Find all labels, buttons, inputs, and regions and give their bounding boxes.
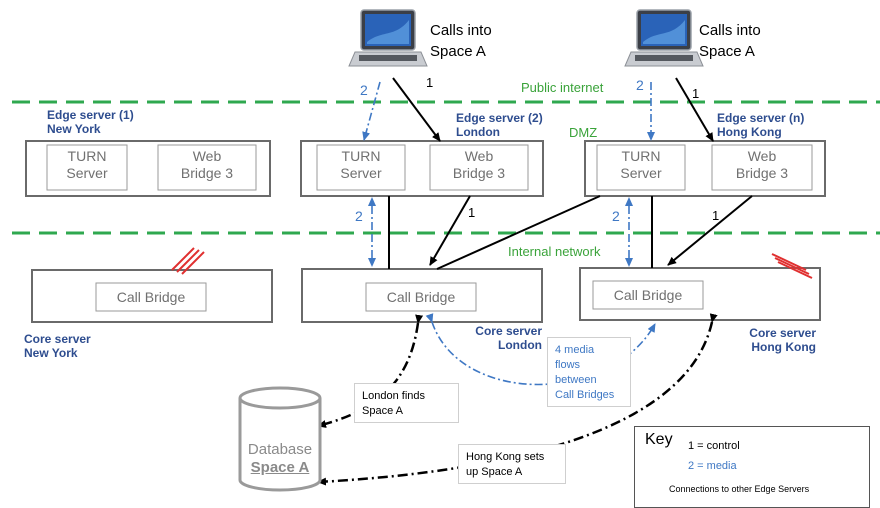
key-media-label: 2 = media	[688, 460, 737, 472]
client-london-line2: Space A	[430, 43, 486, 60]
note-line: Space A	[362, 404, 403, 417]
media-laptop-london	[362, 81, 381, 141]
core-server-london-location: London	[498, 338, 542, 353]
web-line1: Web	[192, 148, 222, 164]
turn-line2: Server	[340, 164, 382, 181]
edge-server-hong-kong-location: Hong Kong	[717, 125, 782, 140]
database-label: Database	[247, 441, 313, 458]
core-server-new-york-name: Core server	[24, 332, 91, 346]
core-server-hong-kong-box	[579, 267, 821, 321]
turn-server-label: TURN Server	[597, 148, 685, 182]
web-bridge-label: Web Bridge 3	[712, 148, 812, 182]
control-flow-number: 1	[468, 205, 476, 220]
client-hong-kong-label: Calls into Space A	[699, 20, 761, 62]
core-server-new-york-box	[31, 269, 273, 323]
edge-server-new-york-label: Edge server (1) New York	[47, 108, 134, 137]
turn-line1: TURN	[621, 148, 661, 164]
control-laptop-london	[392, 77, 441, 142]
database-icon	[238, 386, 322, 492]
core-server-london-name: Core server	[475, 324, 542, 338]
hong-kong-sets-up-note: Hong Kong sets up Space A	[458, 444, 566, 484]
turn-line1: TURN	[67, 148, 107, 164]
edge-server-new-york-name: Edge server (1)	[47, 108, 134, 122]
control-laptop-hong-kong	[675, 77, 714, 142]
web-line1: Web	[747, 148, 777, 164]
key-title: Key	[645, 431, 673, 448]
call-bridge-new-york-label: Call Bridge	[116, 289, 186, 305]
media-flow-number: 2	[355, 208, 363, 224]
turn-server-label: TURN Server	[47, 148, 127, 182]
client-london-label: Calls into Space A	[430, 20, 492, 62]
turn-line1: TURN	[341, 148, 381, 164]
core-server-new-york-location: New York	[24, 346, 78, 361]
turn-line2: Server	[66, 164, 108, 181]
client-hong-kong-line2: Space A	[699, 43, 755, 60]
call-bridge-hong-kong-label: Call Bridge	[613, 287, 683, 303]
web-bridge-label: Web Bridge 3	[158, 148, 256, 182]
london-finds-note: London finds Space A	[354, 383, 459, 423]
note-line: London finds	[362, 390, 425, 402]
note-line: 4 media	[555, 344, 595, 356]
core-server-hong-kong-location: Hong Kong	[751, 340, 816, 355]
core-server-london-label: Core server London	[470, 324, 542, 353]
turn-line2: Server	[620, 164, 662, 181]
database-space-label: Space A	[250, 459, 310, 476]
link-hk-edge-london-core	[436, 195, 601, 270]
media-flows-note: 4 media flows between Call Bridges	[547, 337, 631, 407]
zone-internal-network-label: Internal network	[508, 244, 601, 259]
connection-marks-icon	[171, 247, 205, 275]
media-flow-number: 2	[636, 77, 644, 93]
turn-server-label: TURN Server	[317, 148, 405, 182]
key-connections-label: Connections to other Edge Servers	[669, 484, 810, 494]
laptop-icon	[624, 9, 704, 67]
key-legend	[634, 426, 870, 508]
web-line2: Bridge 3	[735, 164, 789, 181]
core-server-hong-kong-label: Core server Hong Kong	[740, 326, 816, 355]
core-server-new-york-label: Core server New York	[24, 332, 91, 361]
flow-hong-kong-sets-up	[317, 313, 718, 486]
call-bridge-london-label: Call Bridge	[386, 289, 456, 305]
key-control-label: 1 = control	[688, 440, 740, 452]
edge-server-london-label: Edge server (2) London	[456, 111, 543, 140]
client-london-line1: Calls into	[430, 22, 492, 39]
core-server-hong-kong-name: Core server	[749, 326, 816, 340]
edge-server-hong-kong-name: Edge server (n)	[717, 111, 805, 125]
connection-marks-icon	[771, 253, 813, 279]
laptop-icon	[348, 9, 428, 67]
control-flow-number: 1	[712, 208, 720, 223]
edge-server-hong-kong-label: Edge server (n) Hong Kong	[717, 111, 804, 140]
edge-server-hong-kong-box	[584, 140, 826, 197]
note-line: flows	[555, 358, 581, 371]
note-line: up Space A	[466, 465, 523, 478]
edge-server-london-name: Edge server (2)	[456, 111, 543, 125]
client-hong-kong-line1: Calls into	[699, 22, 761, 39]
web-line2: Bridge 3	[452, 164, 506, 181]
edge-server-london-location: London	[456, 125, 500, 140]
media-flow-number: 2	[612, 208, 620, 224]
web-line1: Web	[464, 148, 494, 164]
zone-dmz-label: DMZ	[569, 125, 598, 140]
control-flow-number: 1	[426, 75, 434, 90]
web-bridge-label: Web Bridge 3	[430, 148, 528, 182]
note-line: Hong Kong sets	[466, 451, 545, 463]
control-web-hk-to-core	[667, 195, 753, 266]
note-line: between	[555, 373, 597, 386]
edge-server-new-york-box	[25, 140, 271, 197]
web-line2: Bridge 3	[180, 164, 234, 181]
edge-server-new-york-location: New York	[47, 122, 101, 137]
edge-server-london-box	[300, 140, 544, 197]
control-flow-number: 1	[692, 86, 700, 101]
control-web-london-to-core	[429, 195, 471, 266]
zone-public-internet-label: Public internet	[521, 80, 604, 95]
media-flow-number: 2	[360, 82, 368, 98]
note-line: Call Bridges	[555, 388, 615, 401]
